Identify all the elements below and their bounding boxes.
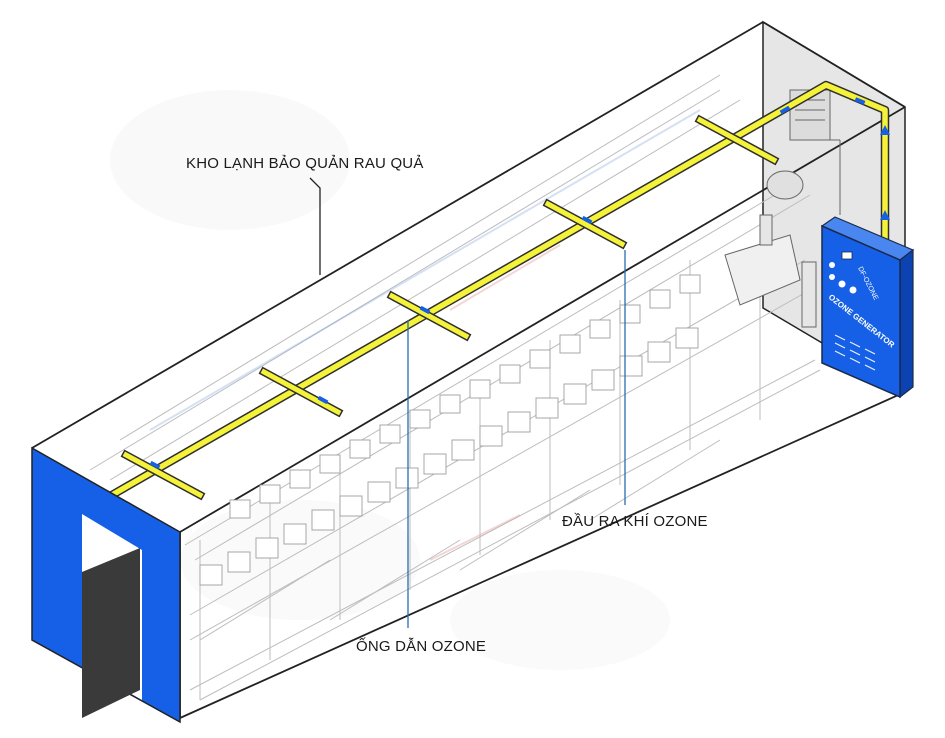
background-shading <box>110 90 670 670</box>
generator-vents <box>834 334 876 371</box>
leader-lines <box>309 177 626 628</box>
ozone-pipe <box>107 80 890 500</box>
label-ozone-outlet: ĐẦU RA KHÍ OZONE <box>562 513 708 530</box>
front-wall <box>31 446 181 724</box>
ozone-outlet-2 <box>258 366 344 418</box>
ozone-outlet-5 <box>694 114 780 166</box>
label-ozone-pipe: ỐNG DẪN OZONE <box>356 638 487 655</box>
door-icon <box>82 548 140 718</box>
ozone-generator: DF-OZONE OZONE GENERATOR <box>820 216 915 399</box>
ozone-outlet-4 <box>542 198 628 250</box>
ozone-outlet-3 <box>386 290 472 342</box>
ozone-outlet-1 <box>120 449 206 501</box>
crate-rows <box>199 274 701 586</box>
storage-racks <box>89 74 821 701</box>
ozone-outlets <box>120 114 780 501</box>
label-cold-storage: KHO LẠNH BẢO QUẢN RAU QUẢ <box>186 155 424 172</box>
